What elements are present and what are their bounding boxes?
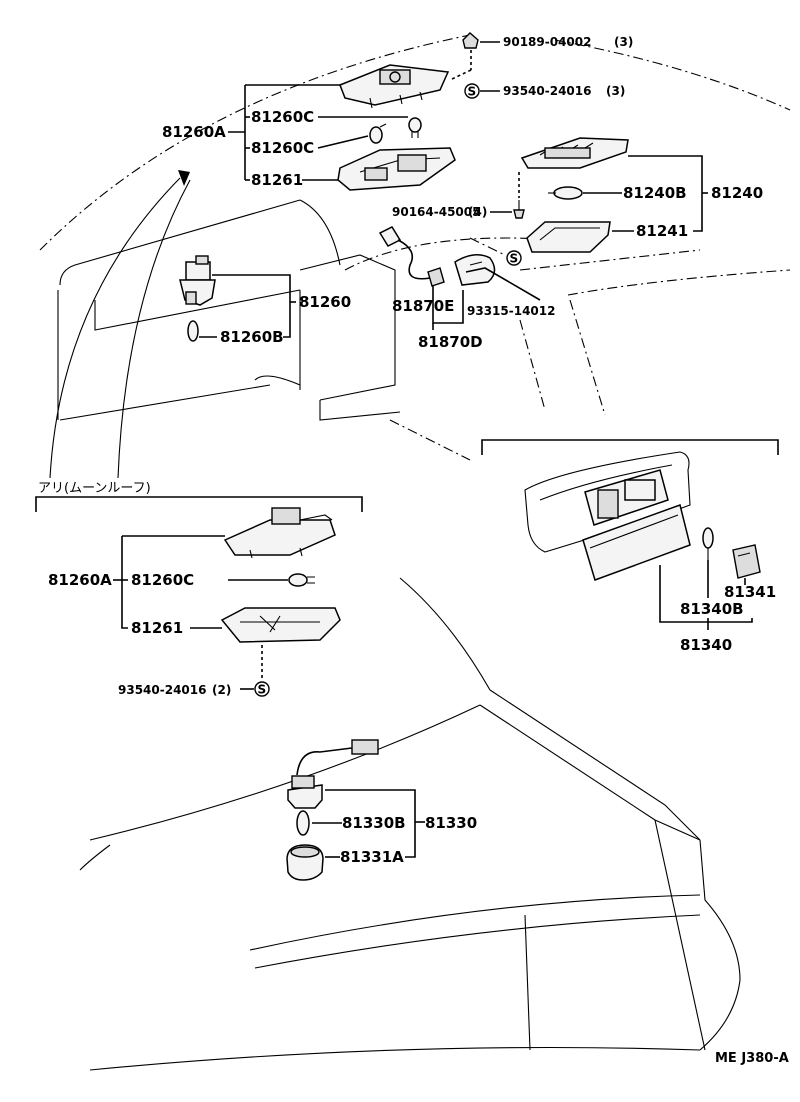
wire-harness-81870: S 81870E 81870D 93315-14012: [378, 226, 555, 351]
lamp-assembly-81240: 90164-45005 (4) 81240B 81240 81241: [392, 137, 763, 253]
lamp-assembly-81260A-bottom: S 93540-24016 (2) 81260A 81260C 81261: [48, 507, 341, 697]
lamp-assembly-81260A-top: 81260A 81260C 81260C 81261: [162, 64, 472, 191]
svg-text:81260: 81260: [299, 293, 351, 311]
svg-text:81241: 81241: [636, 222, 688, 240]
svg-text:81340: 81340: [680, 636, 732, 654]
svg-text:81260C: 81260C: [251, 139, 314, 157]
svg-text:81330: 81330: [425, 814, 477, 832]
svg-text:(2): (2): [212, 683, 231, 697]
svg-text:81340B: 81340B: [680, 600, 744, 618]
svg-text:(4): (4): [468, 205, 487, 219]
vanity-lamp-81340: 81341 81340B 81340: [481, 439, 779, 654]
svg-text:81260C: 81260C: [131, 571, 194, 589]
svg-text:81240B: 81240B: [623, 184, 687, 202]
svg-text:81240: 81240: [711, 184, 763, 202]
svg-text:93540-24016: 93540-24016: [118, 683, 206, 697]
reference-code: ME J380-A: [715, 1051, 789, 1066]
svg-text:S: S: [510, 252, 519, 266]
svg-text:81260B: 81260B: [220, 328, 284, 346]
svg-text:81260C: 81260C: [251, 108, 314, 126]
trunk-lamp-81330: 81330B 81330 81331A: [286, 739, 477, 881]
s-mark-93540-top: S 93540-24016 (3): [464, 83, 625, 99]
svg-text:90164-45005: 90164-45005: [392, 205, 480, 219]
svg-text:93540-24016: 93540-24016: [503, 84, 591, 98]
svg-text:81870E: 81870E: [392, 297, 454, 315]
moonroof-section: アリ(ムーンルーフ): [35, 481, 363, 512]
svg-text:S: S: [258, 683, 267, 697]
clip-90189: 90189-04002 (3): [462, 32, 633, 70]
svg-text:81341: 81341: [724, 583, 776, 601]
svg-text:81260A: 81260A: [48, 571, 112, 589]
svg-text:93315-14012: 93315-14012: [467, 304, 555, 318]
svg-text:ME J380-A: ME J380-A: [715, 1051, 789, 1066]
svg-text:アリ(ムーンルーフ): アリ(ムーンルーフ): [38, 481, 151, 496]
svg-text:90189-04002: 90189-04002: [503, 35, 591, 49]
svg-text:81261: 81261: [251, 171, 303, 189]
svg-text:S: S: [468, 85, 477, 99]
svg-text:81260A: 81260A: [162, 123, 226, 141]
svg-text:(3): (3): [614, 35, 633, 49]
svg-text:(3): (3): [606, 84, 625, 98]
svg-text:81870D: 81870D: [418, 333, 483, 351]
pointer-arrow: [49, 170, 191, 479]
socket-assembly-81260: 81260 81260B: [179, 255, 351, 346]
vehicle-body-outline: [39, 34, 791, 1071]
svg-text:81261: 81261: [131, 619, 183, 637]
svg-text:81330B: 81330B: [342, 814, 406, 832]
svg-text:81331A: 81331A: [340, 848, 404, 866]
